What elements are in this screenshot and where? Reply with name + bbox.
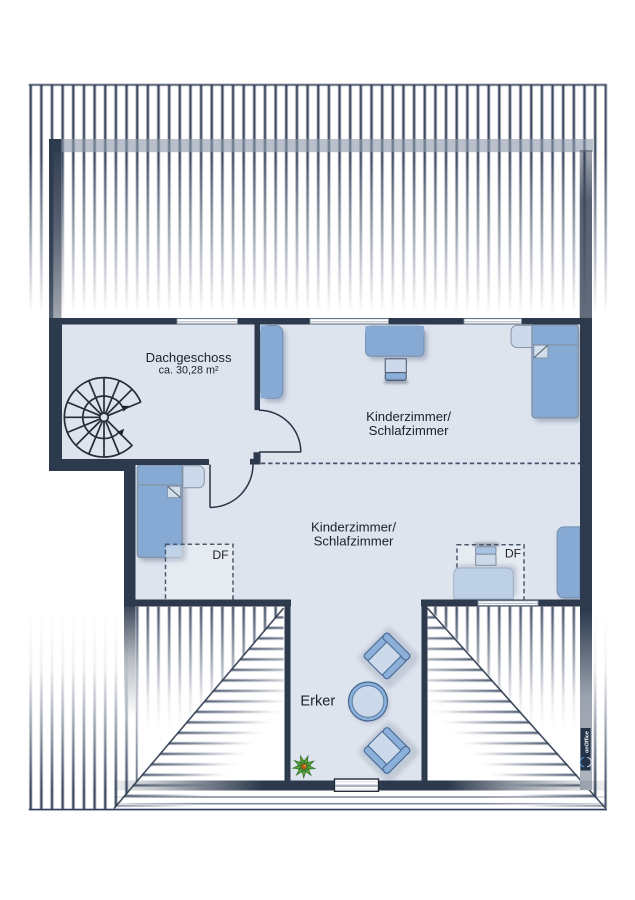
svg-text:DF: DF [505, 547, 521, 561]
svg-text:Kinderzimmer/: Kinderzimmer/ [311, 520, 396, 535]
svg-text:Erker: Erker [300, 694, 335, 710]
svg-text:DF: DF [212, 548, 228, 562]
svg-text:ca. 30,28 m²: ca. 30,28 m² [159, 365, 219, 377]
svg-text:Kinderzimmer/: Kinderzimmer/ [366, 409, 451, 424]
svg-text:Schlafzimmer: Schlafzimmer [369, 423, 449, 438]
svg-text:Schlafzimmer: Schlafzimmer [314, 534, 394, 549]
svg-text:onOffice: onOffice [585, 731, 591, 753]
svg-text:Dachgeschoss: Dachgeschoss [146, 350, 232, 365]
